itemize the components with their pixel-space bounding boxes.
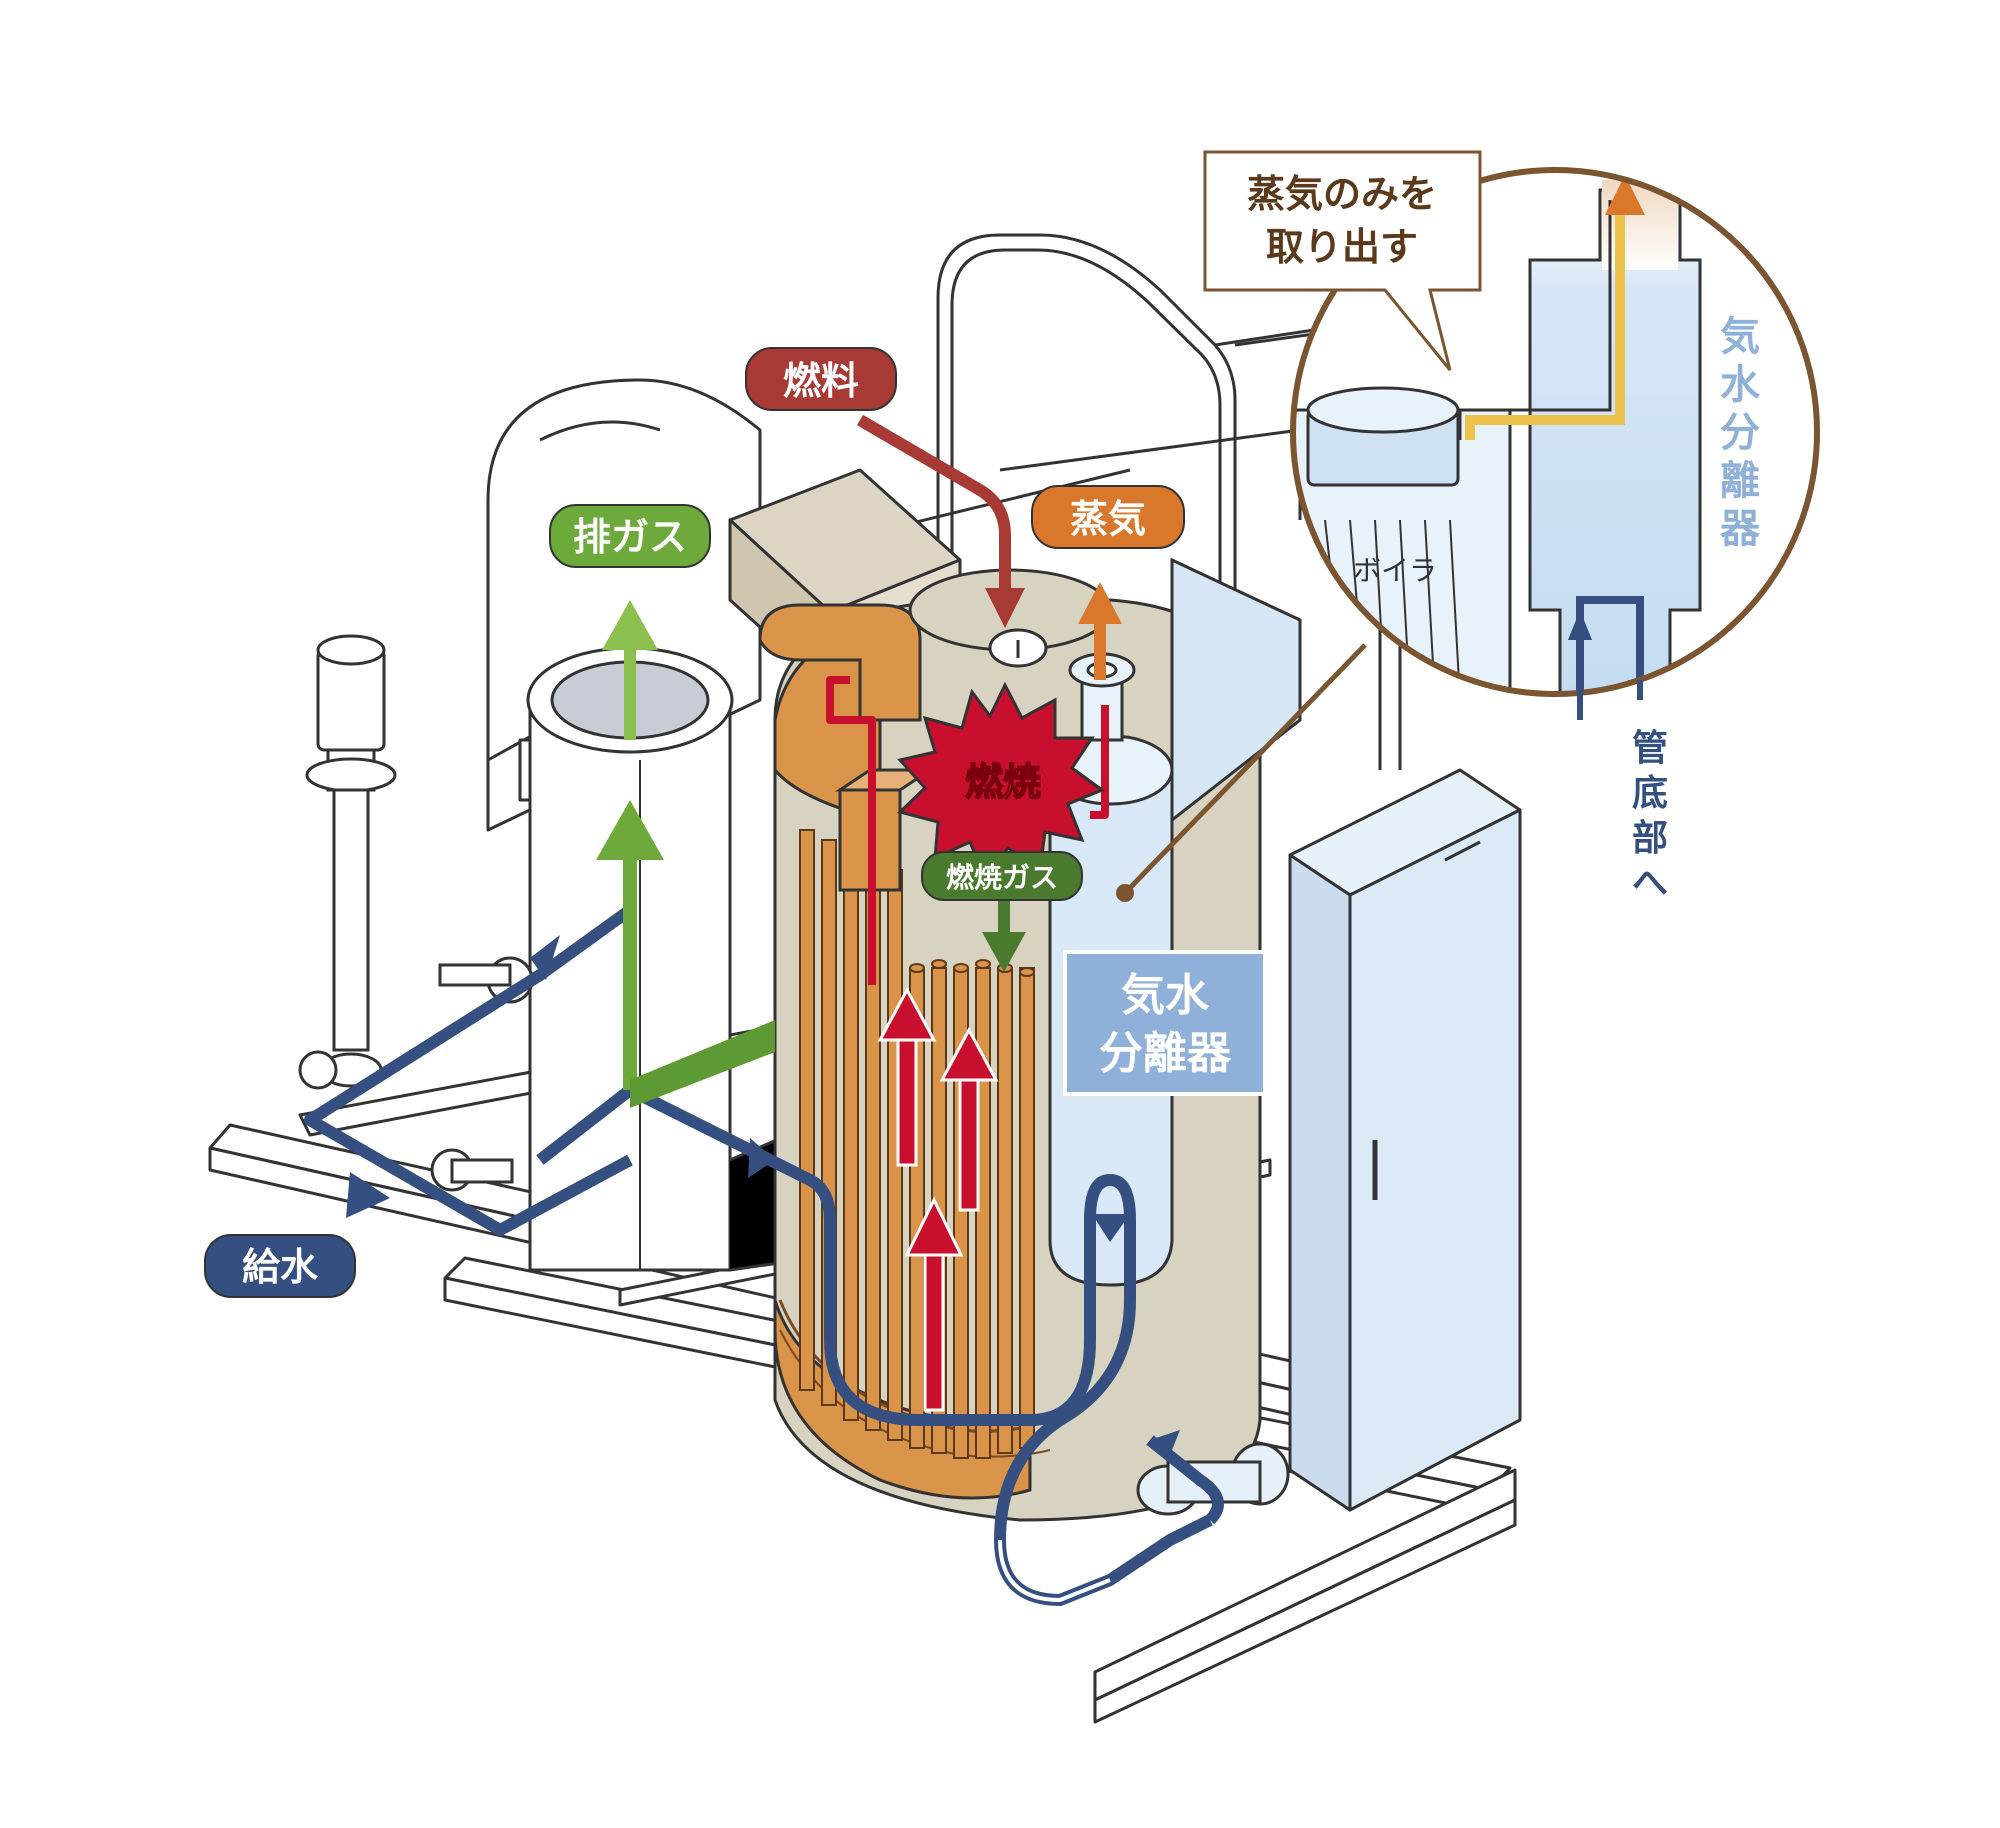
feed-water-label-pill: 給水 xyxy=(204,1234,356,1298)
inset-leader-line xyxy=(1123,643,1367,895)
combustion-up-arrows xyxy=(877,986,999,1412)
svg-text:給水: 給水 xyxy=(242,1245,319,1289)
combustion-gas-label-pill: 燃焼ガス xyxy=(921,851,1083,901)
svg-text:離: 離 xyxy=(1720,458,1760,504)
separator-panel xyxy=(1170,557,1302,824)
combustion-burst: 燃焼 xyxy=(897,681,1106,881)
inset-leader-dot xyxy=(1116,884,1134,902)
svg-text:蒸気: 蒸気 xyxy=(1070,497,1146,541)
steam-flow xyxy=(1078,582,1122,680)
inset-boiler-label: ボイラ xyxy=(1353,554,1437,587)
svg-text:燃料: 燃料 xyxy=(783,359,859,403)
svg-text:水: 水 xyxy=(1720,362,1761,408)
fuel-label-pill: 燃料 xyxy=(745,347,897,411)
tube-bottom-arrows xyxy=(1577,680,1643,720)
exhaust-label-pill: 排ガス xyxy=(549,504,711,568)
svg-text:底: 底 xyxy=(1632,773,1668,814)
combustion-flow xyxy=(826,676,1109,985)
svg-text:排ガス: 排ガス xyxy=(573,515,687,559)
svg-text:気水: 気水 xyxy=(1121,970,1210,1021)
svg-text:蒸気のみを: 蒸気のみを xyxy=(1247,172,1437,216)
callout-box: 蒸気のみを 取り出す xyxy=(1203,150,1482,371)
separator-inner-blue-pipe xyxy=(998,1539,1111,1603)
feed-water-arrowheads xyxy=(346,935,1180,1460)
svg-text:器: 器 xyxy=(1720,506,1761,552)
svg-text:分離器: 分離器 xyxy=(1099,1028,1232,1079)
separator-label-box: 気水 分離器 xyxy=(1063,950,1267,1096)
svg-text:取り出す: 取り出す xyxy=(1266,225,1418,269)
fuel-arrowhead xyxy=(985,588,1025,628)
svg-text:へ: へ xyxy=(1632,863,1668,904)
fuel-flow xyxy=(856,414,1011,590)
svg-text:部: 部 xyxy=(1632,818,1668,859)
svg-text:気: 気 xyxy=(1720,314,1760,360)
svg-text:分: 分 xyxy=(1720,410,1760,456)
svg-text:燃焼ガス: 燃焼ガス xyxy=(946,861,1058,894)
exhaust-gas-flow xyxy=(596,600,1026,1108)
control-cabinet xyxy=(1288,768,1522,1512)
tube-bottom-label: 管 底 部 へ xyxy=(1632,728,1668,904)
inset-separator-label: 気 水 分 離 器 xyxy=(1720,314,1761,552)
svg-text:管: 管 xyxy=(1632,728,1668,769)
combustion-label: 燃焼 xyxy=(965,760,1041,804)
steam-label-pill: 蒸気 xyxy=(1031,485,1185,549)
